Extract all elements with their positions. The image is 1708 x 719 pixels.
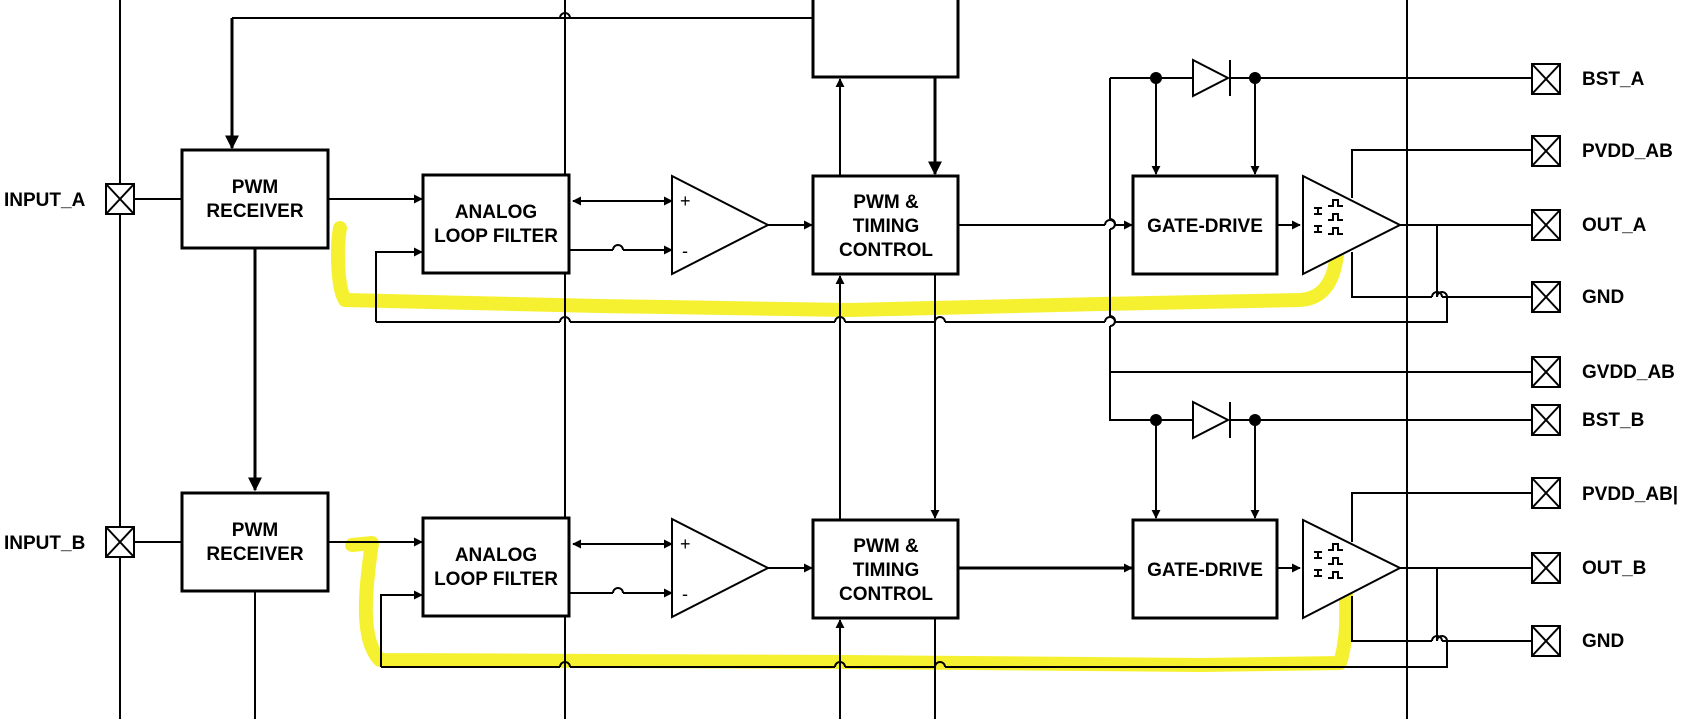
pin-pvdd-ab-bottom-label: PVDD_AB|: [1582, 484, 1678, 505]
comparator-a-plus: +: [680, 191, 691, 211]
loop-filter-a-line2: LOOP FILTER: [434, 226, 558, 247]
loop-filter-b-line1: ANALOG: [455, 545, 537, 566]
comparator-b-minus: -: [682, 584, 688, 604]
gate-drive-b-label: GATE-DRIVE: [1147, 560, 1263, 581]
pwm-receiver-b-line2: RECEIVER: [206, 544, 303, 565]
analog-loop-filter-b: [421, 516, 571, 618]
ptc-b-line2: TIMING: [853, 560, 920, 581]
pwm-timing-control-a: [811, 174, 960, 276]
gate-drive-b: [1131, 518, 1279, 620]
pin-out-a-label: OUT_A: [1582, 215, 1647, 236]
pin-pvdd-ab-top-label: PVDD_AB: [1582, 141, 1673, 162]
ptc-b-line3: CONTROL: [839, 584, 933, 605]
comparator-b: [671, 517, 771, 619]
pin-out-b-label: OUT_B: [1582, 558, 1646, 579]
gate-drive-a: [1131, 174, 1279, 276]
top-block: [811, 0, 960, 79]
pin-bst-b: BST_B: [1531, 404, 1644, 436]
comparator-a-minus: -: [682, 241, 688, 261]
diode-a: [1192, 58, 1231, 98]
pwm-receiver-a-line2: RECEIVER: [206, 201, 303, 222]
comparator-a: [671, 174, 771, 276]
pwm-receiver-a-line1: PWM: [232, 177, 278, 198]
pin-gnd-top-label: GND: [1582, 287, 1624, 308]
pin-bst-b-label: BST_B: [1582, 410, 1644, 431]
highlight-feedback-b: [345, 536, 1354, 672]
input-b-label: INPUT_B: [4, 533, 85, 554]
output-stage-a: [1302, 174, 1403, 276]
pin-out-b: OUT_B: [1531, 552, 1646, 584]
diode-b: [1192, 400, 1231, 440]
pin-pvdd-ab-bottom: PVDD_AB|: [1531, 477, 1678, 509]
pin-gnd-bottom: GND: [1531, 625, 1624, 657]
comparator-b-plus: +: [680, 534, 691, 554]
ptc-b-line1: PWM &: [853, 536, 919, 557]
pin-pvdd-ab-top: PVDD_AB: [1531, 135, 1673, 167]
gate-drive-a-label: GATE-DRIVE: [1147, 216, 1263, 237]
pin-out-a: OUT_A: [1531, 209, 1647, 241]
loop-filter-b-line2: LOOP FILTER: [434, 569, 558, 590]
loop-filter-a-line1: ANALOG: [455, 202, 537, 223]
pin-gvdd-ab: GVDD_AB: [1531, 356, 1675, 388]
pin-gnd-bottom-label: GND: [1582, 631, 1624, 652]
pin-bst-a-label: BST_A: [1582, 69, 1645, 90]
pin-gnd-top: GND: [1531, 281, 1624, 313]
ptc-a-line2: TIMING: [853, 216, 920, 237]
pwm-receiver-b-line1: PWM: [232, 520, 278, 541]
ptc-a-line3: CONTROL: [839, 240, 933, 261]
input-a-label: INPUT_A: [4, 190, 86, 211]
ptc-a-line1: PWM &: [853, 192, 919, 213]
pwm-receiver-a: [180, 148, 330, 250]
pwm-receiver-b: [180, 491, 330, 593]
analog-loop-filter-a: [421, 173, 571, 275]
output-stage-b: [1302, 518, 1403, 620]
pin-gvdd-ab-label: GVDD_AB: [1582, 362, 1675, 383]
pin-bst-a: BST_A: [1531, 63, 1645, 95]
